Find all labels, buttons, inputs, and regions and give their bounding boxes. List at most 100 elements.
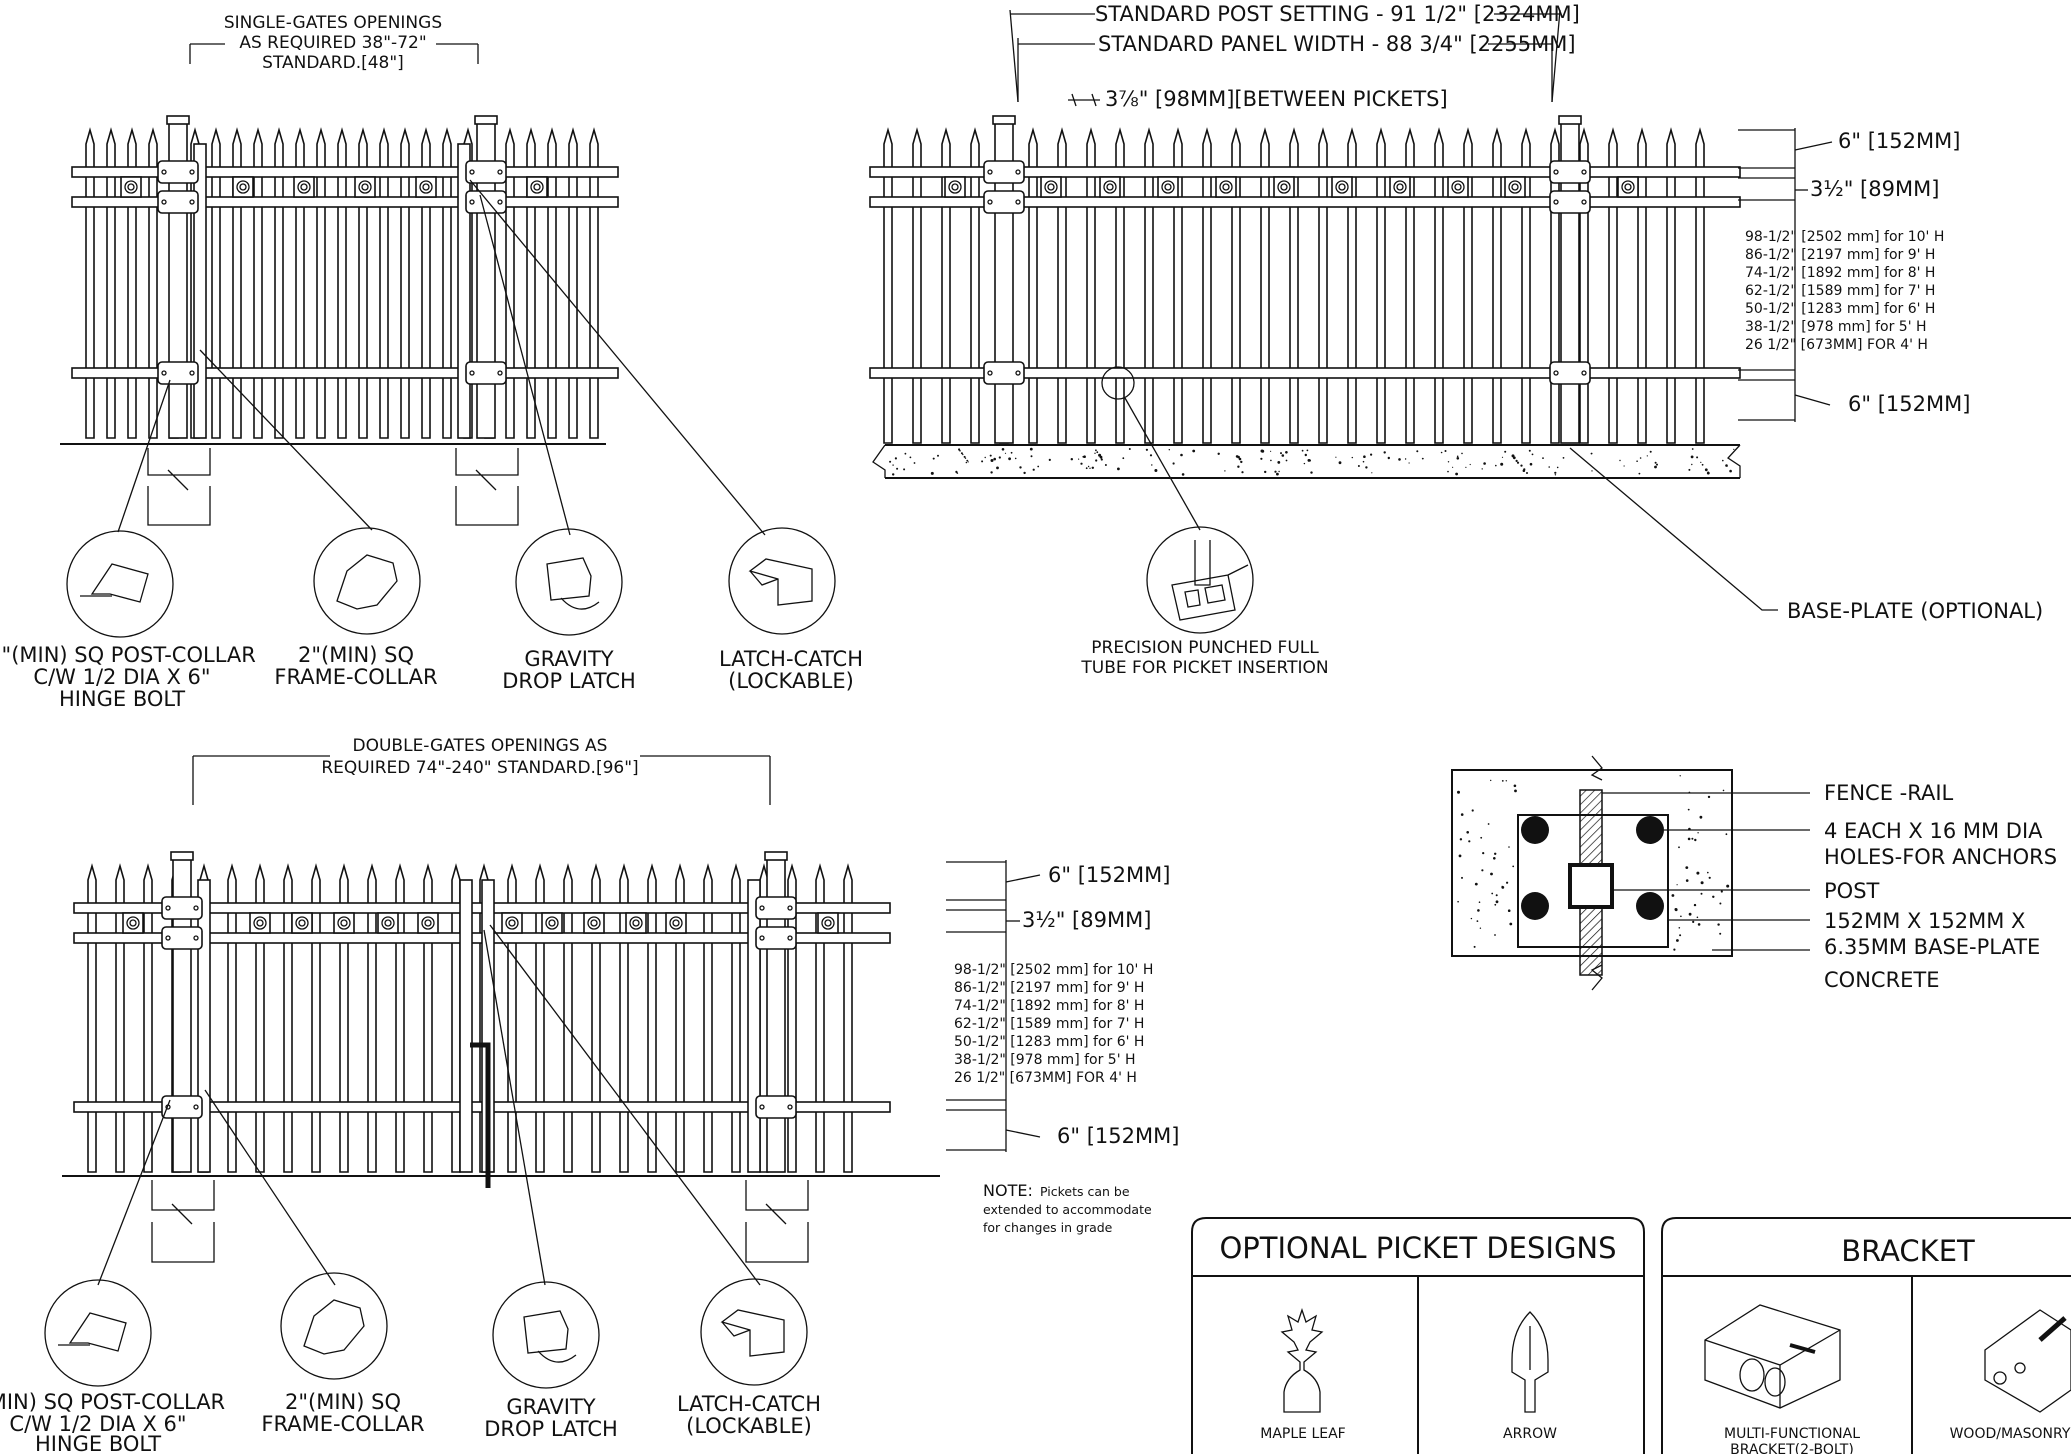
concrete-speckle: [1697, 923, 1701, 926]
ring: [127, 183, 135, 191]
ring: [297, 180, 311, 194]
concrete-speckle: [1729, 469, 1732, 473]
concrete-speckle: [1542, 457, 1544, 459]
ring: [1219, 180, 1233, 194]
picket: [1695, 127, 1705, 444]
concrete-speckle: [1674, 908, 1678, 911]
picket: [1666, 127, 1676, 444]
latch-catch-label-2: (LOCKABLE): [728, 669, 854, 693]
panel-height-10: 98-1/2" [2502 mm] for 10' H: [1745, 229, 1944, 245]
gate-stile: [459, 879, 473, 1173]
concrete-speckle: [1447, 470, 1449, 473]
post-collar: [983, 190, 1025, 214]
ring-box: [120, 176, 142, 198]
ring: [1338, 183, 1346, 191]
concrete-speckle: [903, 468, 906, 471]
concrete-speckle: [1456, 457, 1460, 460]
base-plate-title: BASE-PLATE (OPTIONAL): [1787, 599, 2043, 623]
ring: [337, 916, 351, 930]
double-gate-leaders: [97, 924, 761, 1286]
ring: [239, 183, 247, 191]
concrete-speckle: [981, 460, 984, 463]
ring-box: [1215, 176, 1237, 198]
concrete-speckle: [1694, 838, 1697, 842]
bracket-table: BRACKET MULTI-FUNCTIONAL BRACKET(2-BOLT)…: [1661, 1217, 2071, 1454]
concrete-speckle: [1408, 462, 1410, 464]
cane-bolt: [470, 1042, 491, 1188]
concrete-speckle: [1654, 465, 1657, 469]
single-gate-dimension: SINGLE-GATES OPENINGS AS REQUIRED 38"-72…: [189, 13, 479, 73]
panel-concrete-slab: [872, 444, 1741, 479]
concrete-speckle: [1726, 884, 1730, 888]
ring: [1335, 180, 1349, 194]
single-gate-hardware: [66, 527, 836, 638]
concrete-speckle: [1491, 892, 1494, 895]
concrete-label: CONCRETE: [1824, 968, 1940, 992]
ring: [1222, 183, 1230, 191]
ring: [381, 916, 395, 930]
double-gate-elevation: DOUBLE-GATES OPENINGS AS REQUIRED 74"-24…: [0, 736, 1179, 1454]
concrete-speckle: [1515, 459, 1518, 462]
bolt: [189, 169, 195, 175]
double-gate-dim-bottom: 6" [152MM]: [1057, 1124, 1179, 1148]
concrete-speckle: [1720, 890, 1723, 893]
bolt: [1581, 370, 1587, 376]
ring: [421, 916, 435, 930]
maple-leaf-label: MAPLE LEAF: [1260, 1426, 1345, 1442]
ring: [253, 916, 267, 930]
fence-rail-label: FENCE -RAIL: [1824, 781, 1954, 805]
concrete-speckle: [904, 452, 907, 455]
concrete-speckle: [967, 461, 969, 463]
concrete-speckle: [1310, 471, 1313, 474]
panel-height-8: 74-1/2" [1892 mm] for 8' H: [1745, 265, 1935, 281]
rail: [71, 196, 619, 208]
concrete-speckle: [966, 459, 969, 462]
panel-dim-rail: 3½" [89MM]: [1810, 177, 1939, 201]
concrete-speckle: [1281, 454, 1285, 457]
concrete-speckle: [1636, 460, 1638, 463]
concrete-speckle: [1457, 790, 1460, 794]
ring-box: [293, 176, 315, 198]
concrete-speckle: [1481, 869, 1484, 872]
ring: [300, 183, 308, 191]
concrete-speckle: [1154, 469, 1158, 472]
concrete-speckle: [1690, 455, 1694, 459]
concrete-speckle: [1458, 854, 1462, 858]
bolt: [193, 905, 199, 911]
concrete-speckle: [956, 472, 959, 474]
bolt: [1581, 199, 1587, 205]
ring: [672, 919, 680, 927]
ring: [1621, 180, 1635, 194]
concrete-speckle: [1516, 461, 1520, 464]
concrete-speckle: [1696, 916, 1699, 919]
concrete-speckle: [996, 466, 999, 470]
concrete-speckle: [1001, 448, 1005, 451]
bolt: [193, 935, 199, 941]
ring: [124, 180, 138, 194]
concrete-speckle: [1468, 840, 1471, 843]
concrete-speckle: [1363, 455, 1366, 459]
concrete-speckle: [1371, 472, 1373, 474]
double-gate-height-9: 86-1/2" [2197 mm] for 9' H: [954, 980, 1144, 996]
concrete-speckle: [913, 462, 916, 464]
concrete-speckle: [1639, 457, 1642, 459]
concrete-speckle: [1037, 465, 1040, 468]
double-gate-dim-rail: 3½" [89MM]: [1022, 908, 1151, 932]
double-gate-dim-line-2: REQUIRED 74"-240" STANDARD.[96"]: [321, 758, 638, 778]
dg-post-collar-label-3: HINGE BOLT: [35, 1432, 161, 1454]
concrete-speckle: [1508, 846, 1510, 848]
concrete-speckle: [1460, 813, 1464, 816]
hardware-detail-circle: [728, 527, 836, 635]
bolt: [1015, 169, 1021, 175]
picket: [970, 127, 980, 444]
concrete-speckle: [1678, 846, 1680, 849]
concrete-speckle: [1100, 458, 1103, 461]
concrete-speckle: [1554, 474, 1557, 476]
post-collar-label-1: 3"(MIN) SQ POST-COLLAR: [0, 643, 256, 667]
note-line-1: Pickets can be: [1040, 1184, 1130, 1199]
concrete-speckle: [1490, 872, 1493, 876]
ring-box: [122, 912, 144, 934]
concrete-speckle: [1357, 465, 1360, 467]
ring: [505, 916, 519, 930]
concrete-speckle: [1495, 464, 1497, 467]
